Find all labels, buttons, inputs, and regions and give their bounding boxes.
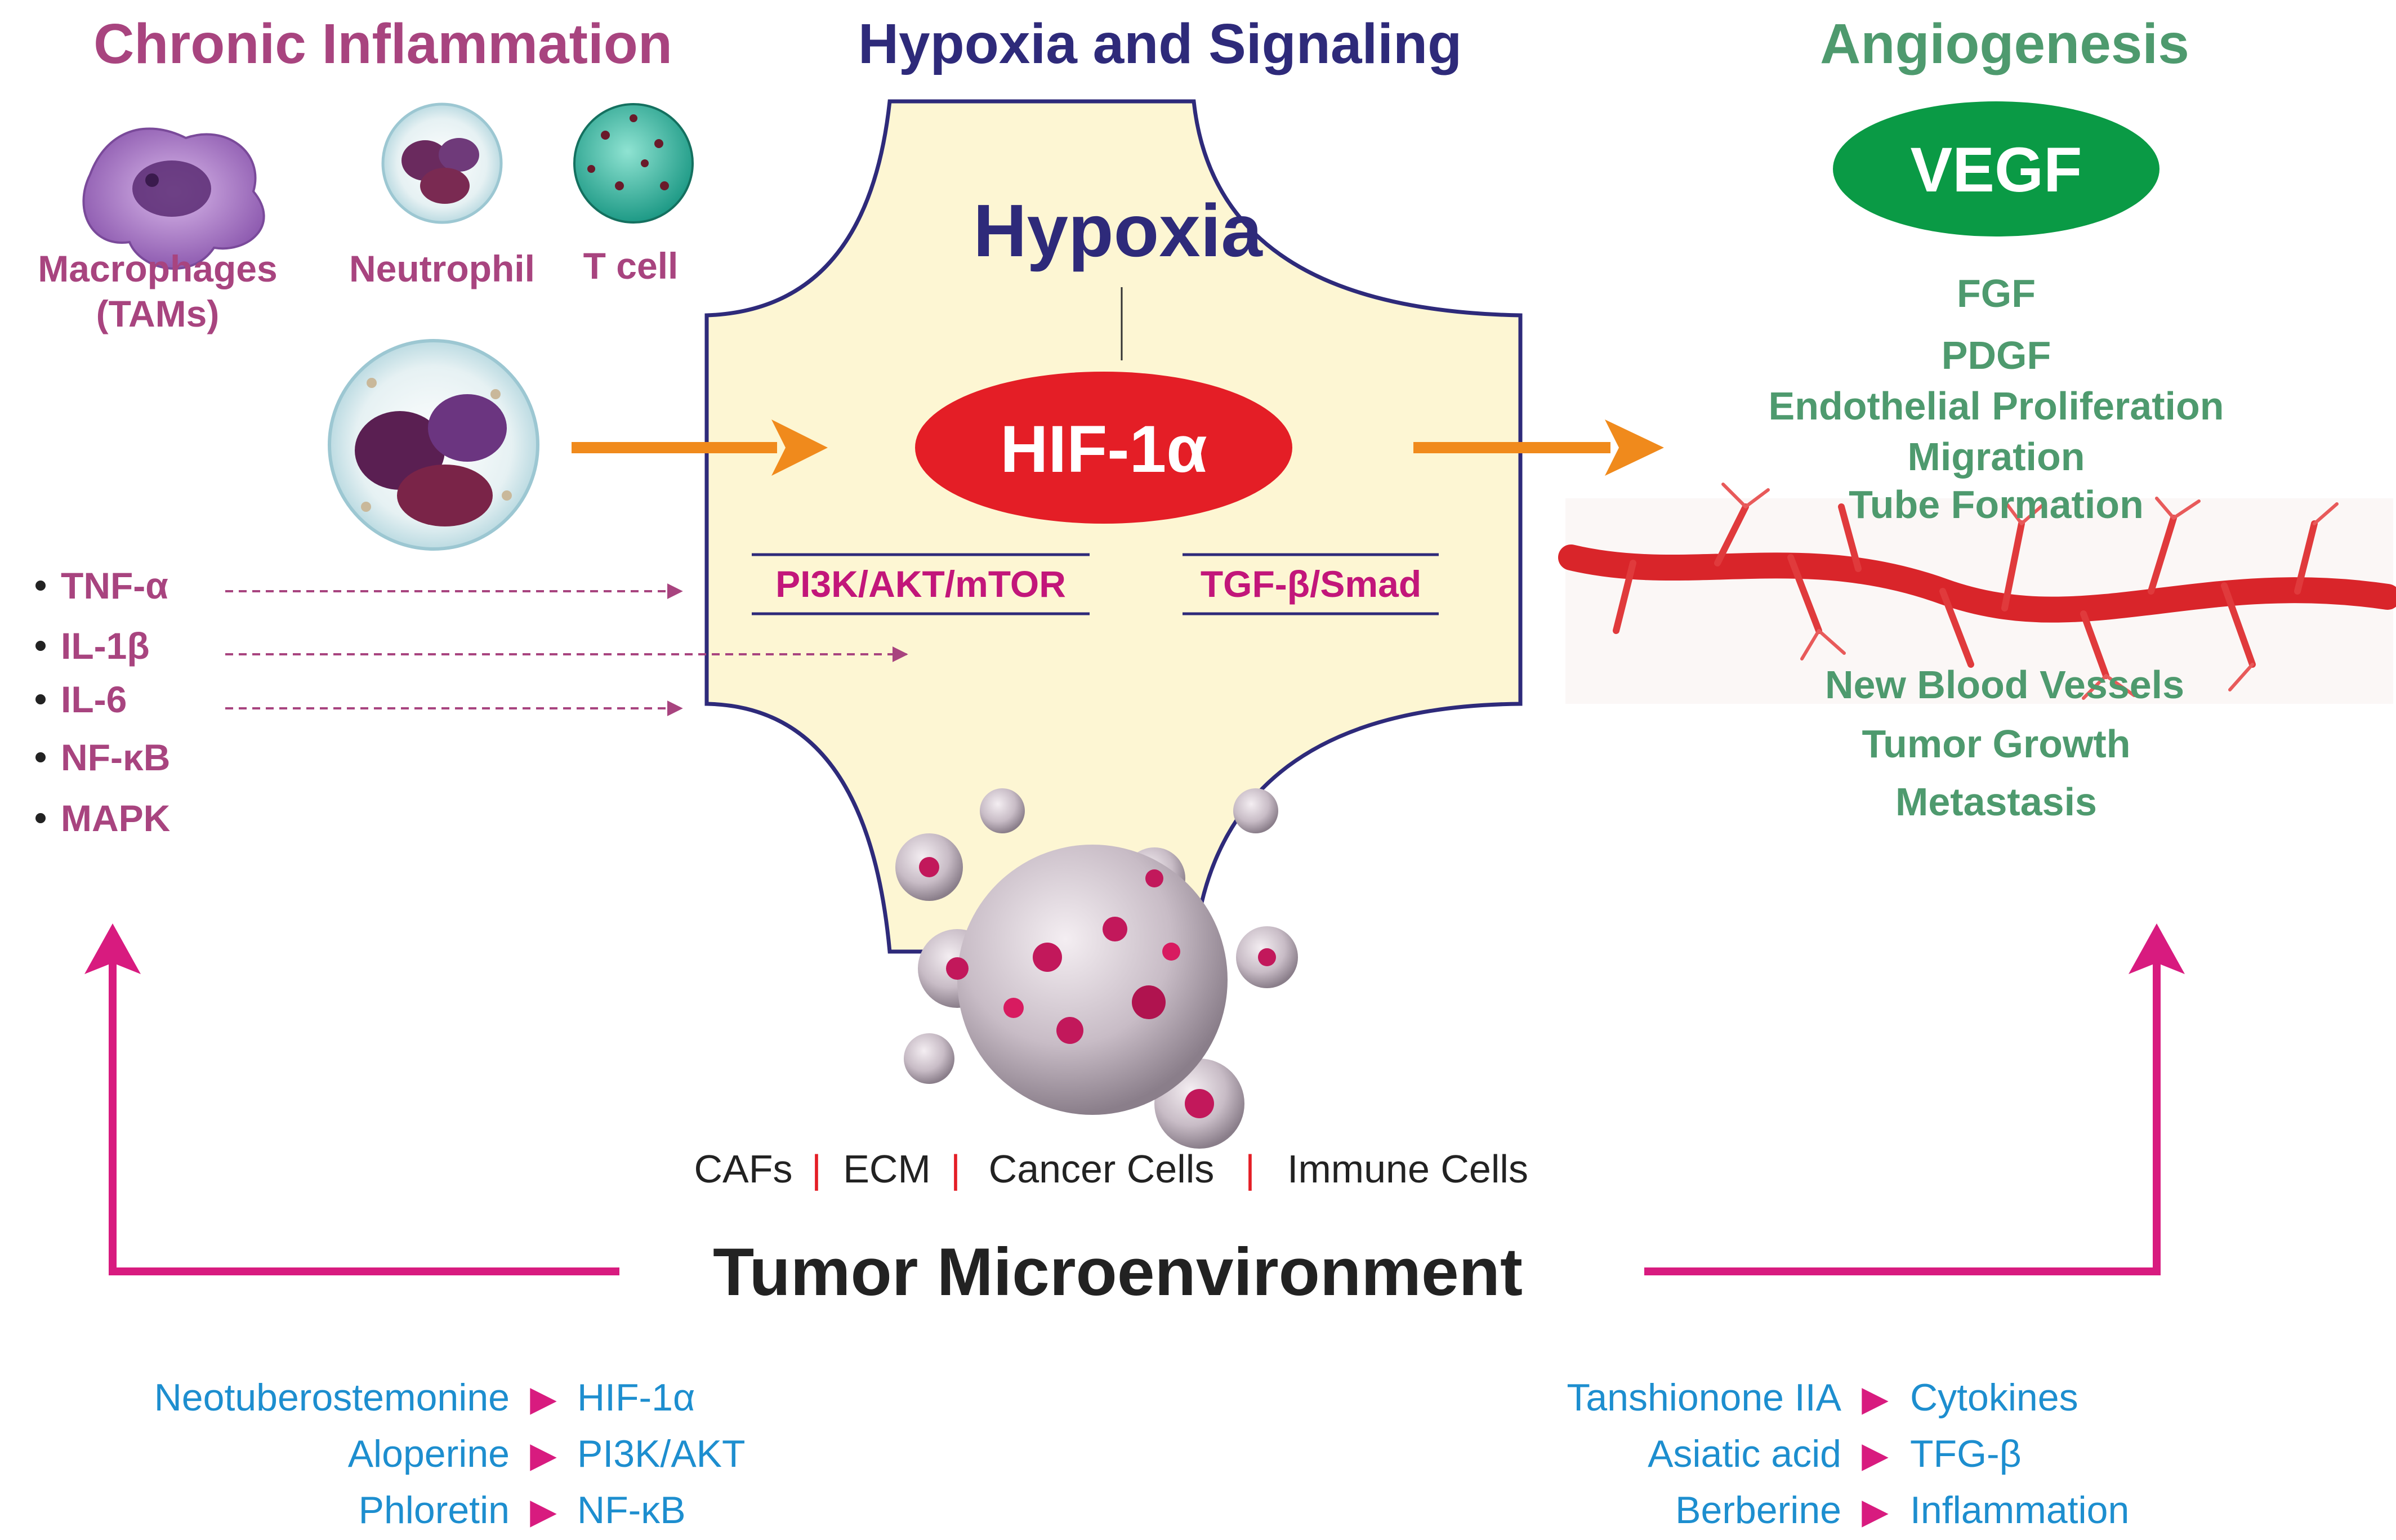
mediator-nfkb: NF-κB xyxy=(61,736,170,778)
tumor-microenvironment-title: Tumor Microenvironment xyxy=(713,1234,1523,1310)
tams-label: (TAMs) xyxy=(96,293,220,334)
target-hif: HIF-1α xyxy=(577,1376,695,1419)
tumor-cluster-icon xyxy=(895,788,1298,1149)
compound-tanshionone: Tanshionone IIA xyxy=(1567,1376,1841,1419)
hypoxia-to-angiogenesis-arrow xyxy=(1413,419,1664,476)
neutrophil-icon xyxy=(381,102,503,224)
compound-berberine: Berberine xyxy=(1675,1489,1841,1532)
left-feedback-arrow xyxy=(84,923,619,1275)
bullet xyxy=(35,641,46,651)
right-feedback-arrow xyxy=(1644,923,2185,1275)
bullet xyxy=(35,694,46,704)
component-cancer-cells: Cancer Cells xyxy=(989,1147,1215,1191)
outcome-new-vessels: New Blood Vessels xyxy=(1825,663,2184,707)
t-cell-icon xyxy=(573,103,694,224)
mediator-mapk: MAPK xyxy=(61,797,171,839)
triangle-icon: ▶ xyxy=(530,1492,557,1531)
triangle-icon: ▶ xyxy=(1862,1436,1889,1475)
compound-aloperine: Aloperine xyxy=(348,1432,510,1475)
compound-asiatic-acid: Asiatic acid xyxy=(1648,1432,1841,1475)
pathway-right-label: TGF-β/Smad xyxy=(1201,563,1421,605)
compounds-left: Neotuberostemonine ▶ HIF-1α Aloperine ▶ … xyxy=(154,1376,746,1532)
t-cell-label: T cell xyxy=(583,245,679,287)
vegf-label: VEGF xyxy=(1911,135,2082,205)
factor-endothelial: Endothelial Proliferation xyxy=(1769,384,2224,428)
outcome-metastasis: Metastasis xyxy=(1895,780,2097,824)
mediator-il1b: IL-1β xyxy=(61,625,150,667)
microenvironment-components: CAFs | ECM | Cancer Cells | Immune Cells xyxy=(694,1147,1528,1191)
hif-label: HIF-1α xyxy=(1000,412,1207,486)
macrophage-icon xyxy=(82,127,265,270)
target-nfkb: NF-κB xyxy=(577,1489,686,1532)
factor-tube-formation: Tube Formation xyxy=(1849,483,2144,526)
factor-fgf: FGF xyxy=(1957,271,2036,315)
chronic-inflammation-title: Chronic Inflammation xyxy=(93,12,672,75)
neutrophil-label: Neutrophil xyxy=(349,248,535,289)
component-cafs: CAFs xyxy=(694,1147,793,1191)
target-pi3k: PI3K/AKT xyxy=(577,1432,746,1475)
target-cytokines: Cytokines xyxy=(1910,1376,2078,1419)
triangle-icon: ▶ xyxy=(1862,1492,1889,1531)
inflammation-to-hypoxia-arrow xyxy=(572,419,828,476)
bullet xyxy=(35,813,46,823)
factor-pdgf: PDGF xyxy=(1942,333,2051,377)
bullet xyxy=(35,752,46,762)
mediator-tnf: TNF-α xyxy=(61,565,168,606)
component-immune-cells: Immune Cells xyxy=(1287,1147,1528,1191)
compound-phloretin: Phloretin xyxy=(359,1489,510,1532)
component-ecm: ECM xyxy=(843,1147,931,1191)
factor-migration: Migration xyxy=(1908,435,2085,479)
triangle-icon: ▶ xyxy=(530,1380,557,1418)
compounds-right: Tanshionone IIA ▶ Cytokines Asiatic acid… xyxy=(1567,1376,2129,1532)
outcome-tumor-growth: Tumor Growth xyxy=(1862,722,2131,766)
macrophages-label: Macrophages xyxy=(38,248,277,289)
vegf-ellipse xyxy=(1833,101,2159,236)
target-inflammation: Inflammation xyxy=(1910,1489,2129,1532)
angiogenesis-title: Angiogenesis xyxy=(1820,12,2189,75)
bullet xyxy=(35,581,46,591)
hypoxia-label: Hypoxia xyxy=(973,189,1263,272)
triangle-icon: ▶ xyxy=(530,1436,557,1475)
separator: | xyxy=(951,1147,961,1191)
hif-ellipse xyxy=(915,372,1292,524)
hypoxia-signaling-title: Hypoxia and Signaling xyxy=(858,12,1462,75)
separator: | xyxy=(811,1147,822,1191)
separator: | xyxy=(1245,1147,1255,1191)
mediator-list: TNF-α IL-1β IL-6 NF-κB MAPK xyxy=(35,565,171,839)
blood-vessel-icon xyxy=(1558,483,2396,704)
compound-neotuberostemonine: Neotuberostemonine xyxy=(154,1376,510,1419)
mediator-il6: IL-6 xyxy=(61,679,127,720)
triangle-icon: ▶ xyxy=(1862,1380,1889,1418)
target-tfg: TFG-β xyxy=(1910,1432,2022,1475)
pathway-left-label: PI3K/AKT/mTOR xyxy=(775,563,1066,605)
neutrophil-large-icon xyxy=(328,339,539,551)
